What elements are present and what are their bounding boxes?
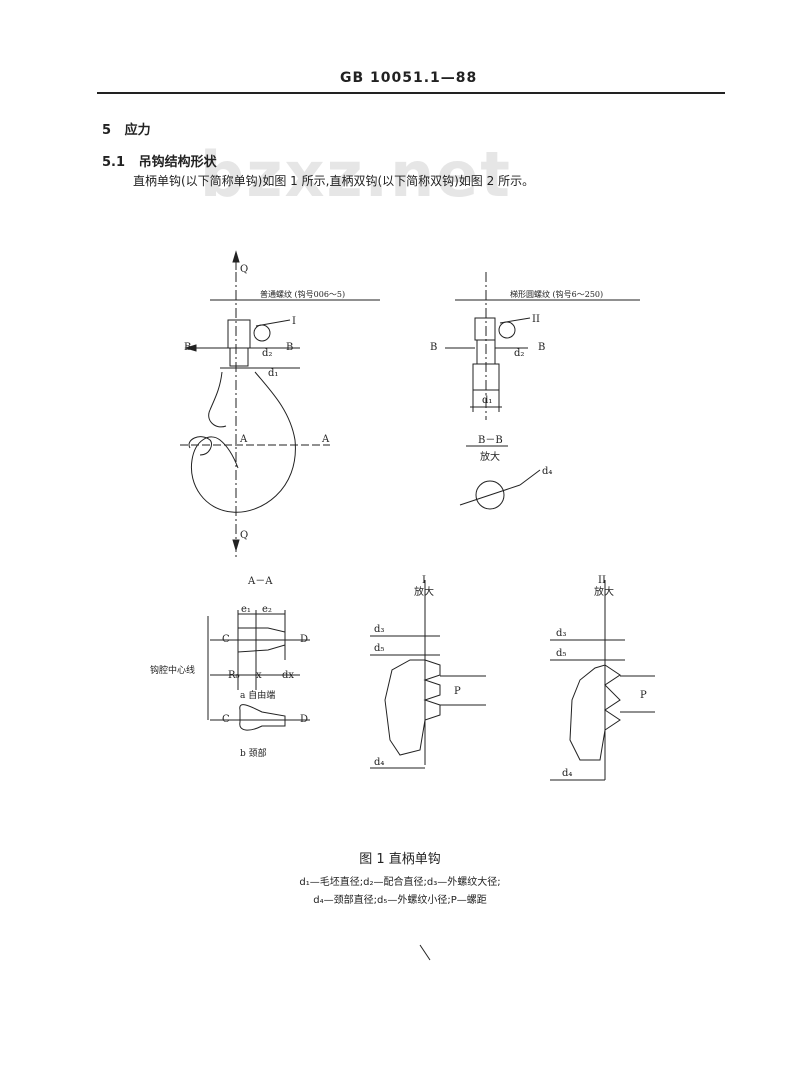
- label-Q-bottom: Q: [240, 530, 248, 541]
- section-number: 5: [102, 123, 112, 138]
- label-x: x: [256, 670, 262, 681]
- detail-circle-II: [498, 321, 516, 339]
- label-D-a: D: [300, 634, 308, 645]
- section-BB-circle: [475, 480, 505, 510]
- label-d2: d₂: [262, 348, 272, 359]
- label-C-a: C: [222, 634, 230, 645]
- label-enlarge-II: 放大: [594, 585, 614, 598]
- section-heading: 5 应力: [102, 119, 151, 138]
- label-neck: b 颈部: [240, 747, 267, 759]
- label-d1-double: d₁: [482, 395, 492, 406]
- label-section-BB: B－B: [478, 435, 503, 446]
- label-B-right: B: [286, 342, 293, 353]
- header-rule: [97, 92, 725, 94]
- label-d4: d₄: [542, 466, 552, 477]
- label-thread-trap: 梯形圆螺纹 (钩号6～250): [510, 289, 603, 299]
- label-C-b: C: [222, 714, 230, 725]
- figure-caption: 图 1 直柄单钩: [359, 852, 441, 867]
- label-I: I: [292, 316, 296, 327]
- detail-circle-I: [253, 324, 271, 342]
- section-title: 应力: [124, 123, 151, 138]
- label-B-left: B: [184, 342, 191, 353]
- label-d3-I: d₃: [374, 624, 384, 635]
- label-B2-right: B: [538, 342, 545, 353]
- label-dx: dx: [282, 670, 294, 681]
- label-Q-top: Q: [240, 264, 248, 275]
- figure-legend-line2: d₄—颈部直径;d₅—外螺纹小径;P—螺距: [313, 895, 487, 906]
- label-enlarge-BB: 放大: [480, 450, 500, 463]
- label-e1: e₁: [241, 604, 251, 615]
- hook-body-outline: [190, 371, 296, 513]
- label-B2-left: B: [430, 342, 437, 353]
- figure-legend-line1: d₁—毛坯直径;d₂—配合直径;d₃—外螺纹大径;: [299, 877, 501, 888]
- label-section-AA: A－A: [247, 576, 273, 587]
- subsection-title: 吊钩结构形状: [138, 155, 217, 170]
- label-I-enlarge: I: [422, 575, 426, 586]
- label-enlarge-I: 放大: [414, 585, 434, 598]
- label-centerline: 钩腔中心线: [150, 664, 195, 676]
- section-a-free-end: [237, 627, 286, 653]
- subsection-heading: 5.1 吊钩结构形状: [102, 151, 217, 170]
- subsection-number: 5.1: [102, 155, 126, 170]
- label-free-end: a 自由端: [240, 689, 275, 701]
- label-R0: R₀: [228, 670, 240, 681]
- thread-I-profile: [384, 659, 441, 756]
- label-II: II: [532, 314, 540, 325]
- label-d3-II: d₃: [556, 628, 566, 639]
- section-b-neck: [239, 704, 286, 731]
- label-d4-II: d₄: [562, 768, 572, 779]
- body-paragraph: 直柄单钩(以下简称单钩)如图 1 所示,直柄双钩(以下简称双钩)如图 2 所示。: [133, 174, 535, 188]
- label-d1: d₁: [268, 368, 278, 379]
- hook-neck: [229, 347, 249, 367]
- hook-outline-left: [209, 371, 223, 411]
- label-A-right: A: [321, 434, 330, 445]
- watermark: bzxz.net: [200, 138, 512, 211]
- label-d2-double: d₂: [514, 348, 524, 359]
- label-D-b: D: [300, 714, 308, 725]
- label-P-I: P: [454, 686, 461, 697]
- label-A-center: A: [239, 434, 248, 445]
- label-P-II: P: [640, 690, 647, 701]
- label-d5-I: d₅: [374, 643, 384, 654]
- label-thread-normal: 普通螺纹 (钩号006～5): [260, 289, 345, 299]
- label-e2: e₂: [262, 604, 272, 615]
- label-d5-II: d₅: [556, 648, 566, 659]
- label-d4-I: d₄: [374, 757, 384, 768]
- label-II-enlarge: II: [598, 575, 606, 586]
- standard-number: GB 10051.1—88: [340, 70, 478, 86]
- thread-II-profile: [569, 664, 621, 761]
- hook-thread-body: [227, 319, 251, 349]
